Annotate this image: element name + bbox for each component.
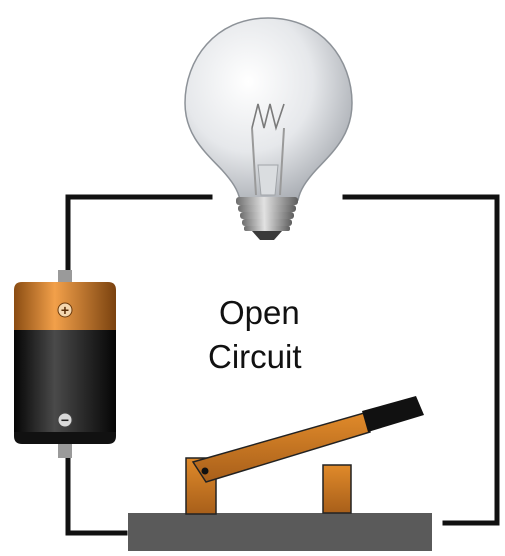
- battery-negative-symbol: −: [61, 412, 69, 428]
- light-bulb-icon: [184, 17, 353, 240]
- switch-handle: [362, 396, 424, 432]
- switch-post-right: [322, 464, 352, 514]
- wire-left-top: [65, 194, 213, 273]
- caption-line-1: Open: [219, 294, 300, 331]
- caption-line-2: Circuit: [208, 338, 302, 375]
- battery-positive-symbol: +: [61, 302, 69, 318]
- switch-base: [128, 513, 432, 551]
- wire-loop: [65, 194, 500, 536]
- knife-switch-icon: [128, 396, 432, 551]
- switch-pivot: [201, 467, 209, 475]
- wire-left-bottom: [65, 455, 128, 536]
- wire-top-right: [342, 194, 500, 526]
- battery-icon: [14, 270, 116, 458]
- switch-lever: [191, 412, 371, 483]
